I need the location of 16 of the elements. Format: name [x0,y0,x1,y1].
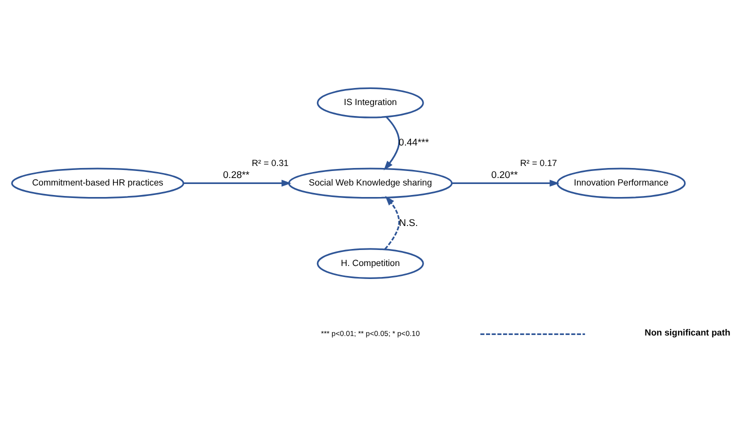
edge-label: N.S. [399,217,418,228]
node-label: R² = 0.31 [252,157,289,168]
arrow [384,195,400,250]
node-ellipse: Commitment-based HR practices [11,167,184,198]
arrow [384,116,400,170]
legend-label: Non significant path [644,327,730,338]
edge-label: 0.28** [222,170,250,181]
arrow [184,179,292,186]
node-ellipse: Innovation Performance [556,167,686,198]
node-ellipse: H. Competition [316,248,424,278]
label: *** p<0.01; ** p<0.05; * p<0.10 [320,328,420,338]
edge-label: 0.20** [491,170,518,181]
node-ellipse: Social Web Knowledge sharing [288,167,453,198]
arrow [452,179,560,186]
node-ellipse: IS Integration [316,86,424,118]
node-label: R² = 0.17 [520,157,557,168]
